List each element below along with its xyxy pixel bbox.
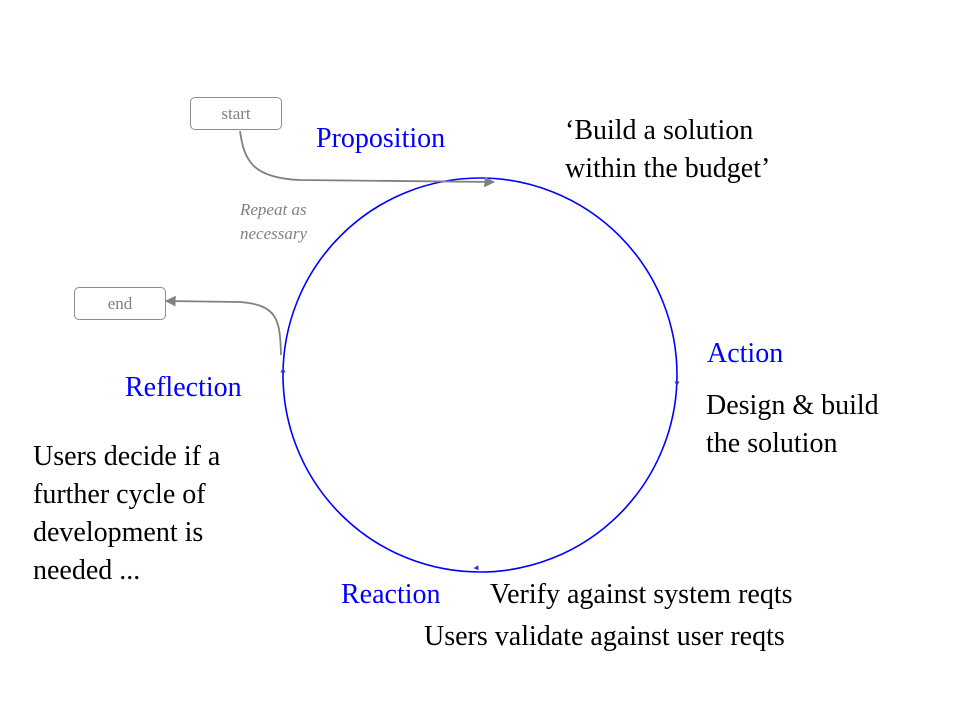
- phase-label-reflection: Reflection: [125, 372, 242, 403]
- phase-desc-reaction-2: Users validate against user reqts: [424, 621, 785, 652]
- cycle-arrow-reaction: [473, 565, 479, 571]
- start-connector: [239, 130, 496, 188]
- phase-label-action: Action: [707, 338, 784, 369]
- phase-desc-reflection: Users decide if a further cycle of devel…: [33, 441, 221, 586]
- phase-desc-proposition: ‘Build a solution within the budget’: [565, 115, 771, 184]
- phase-label-reaction: Reaction: [341, 579, 441, 610]
- phase-desc-reaction: Verify against system reqts: [490, 579, 793, 610]
- phase-desc-action: Design & build the solution: [706, 390, 879, 459]
- phase-label-proposition: Proposition: [316, 123, 446, 154]
- start-node: start: [190, 97, 282, 130]
- end-node: end: [74, 287, 166, 320]
- repeat-note: Repeat as necessary: [240, 200, 308, 243]
- cycle-circle: [282, 177, 678, 573]
- end-connector: [164, 295, 282, 356]
